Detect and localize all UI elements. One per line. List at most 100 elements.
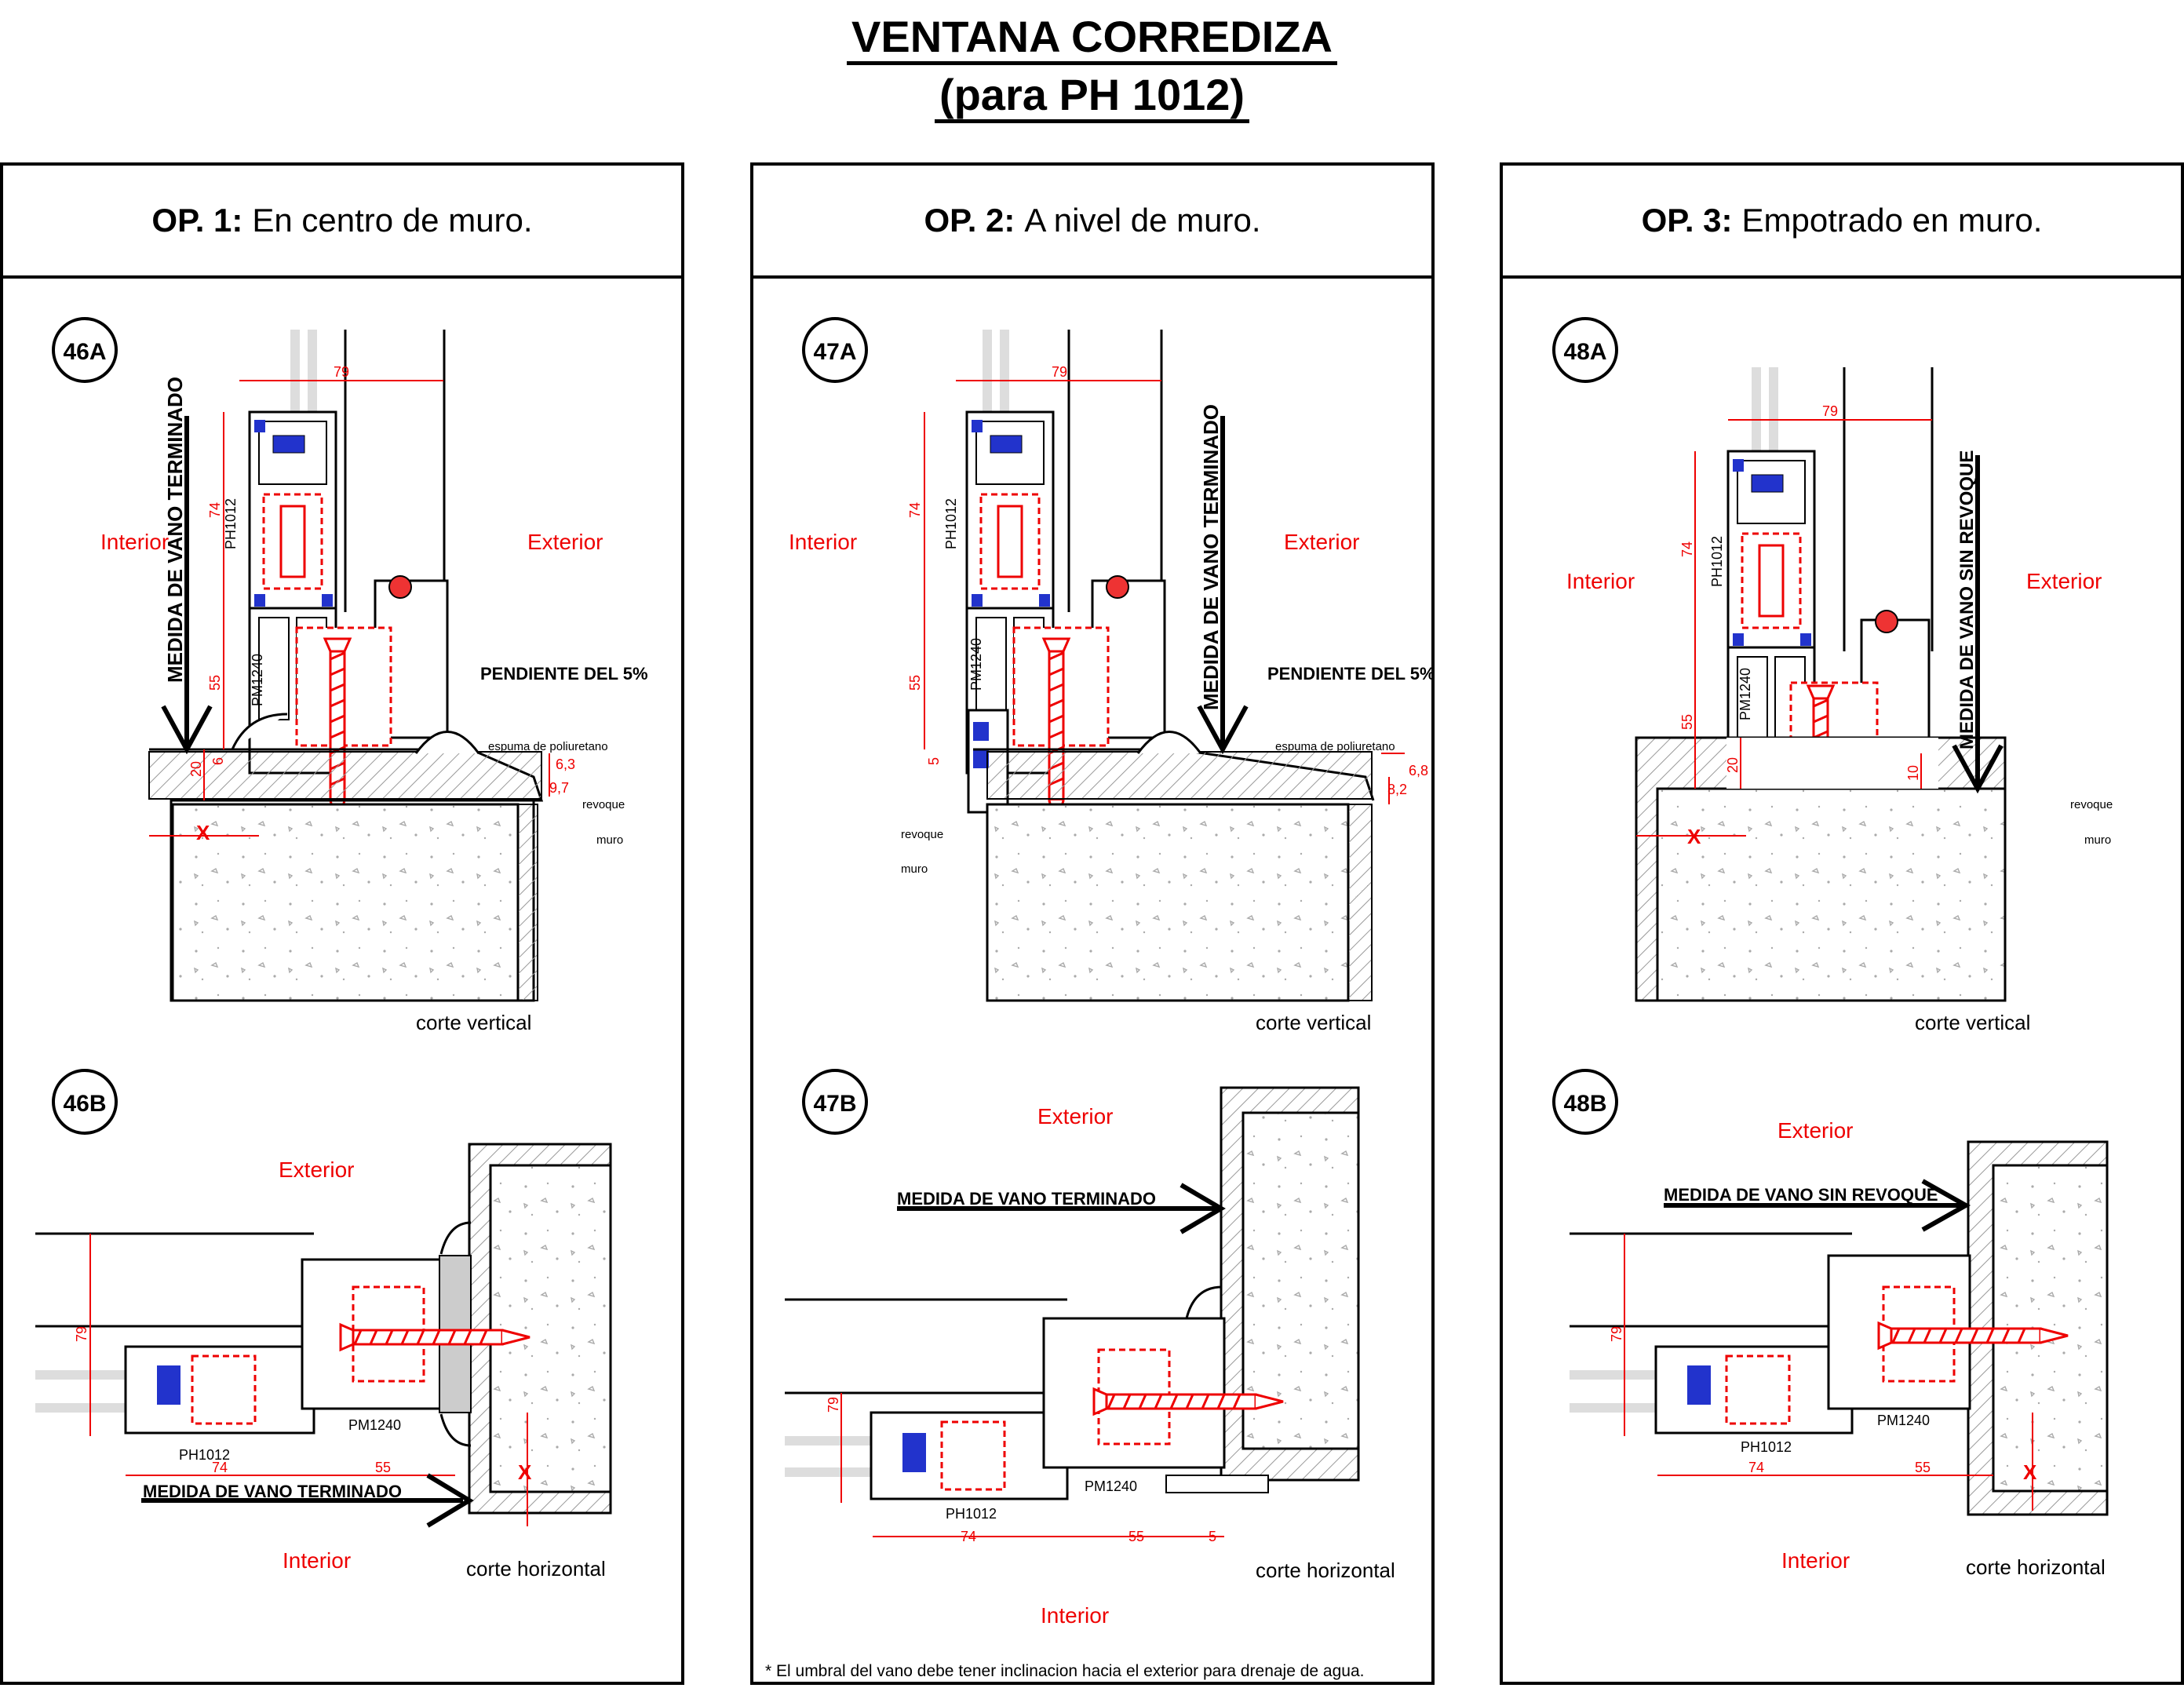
label-profile-a-46A: PH1012 [223,498,239,549]
label-profile-b-46A: PM1240 [250,654,265,706]
detail-48A: 48A MEDIDA DE VANO SIN REVOQUE Interior … [1552,317,2113,1034]
detail-id-47B: 47B [813,1091,856,1117]
dim-55-47B: 55 [1128,1529,1144,1544]
label-vano-sin-revoque-48A: MEDIDA DE VANO SIN REVOQUE [1956,450,1978,749]
dim-5-47B: 5 [1209,1529,1216,1544]
dim-74-46A: 74 [207,502,223,518]
dim-5-47A: 5 [926,757,942,765]
label-vano-sin-revoque-48B: MEDIDA DE VANO SIN REVOQUE [1664,1185,1938,1205]
section-label-47A: corte vertical [1256,1011,1371,1034]
panel-op3: OP. 3:Empotrado en muro. [1500,162,2184,1685]
label-profile-b-46B: PM1240 [348,1417,401,1433]
label-exterior-48A: Exterior [2026,569,2102,593]
dim-55-46A: 55 [207,675,223,691]
dim-6-46A: 6 [210,757,226,765]
label-plaster-47A: revoque [901,828,943,841]
section-label-46A: corte vertical [416,1011,531,1034]
dim-82-47A: 8,2 [1387,782,1407,797]
dim-79-46B: 79 [74,1326,89,1342]
dim-74-46B: 74 [212,1460,228,1475]
dim-55-48A: 55 [1679,714,1695,730]
dim-79-46A: 79 [334,364,349,380]
dim-79-48A: 79 [1822,403,1838,419]
panel-op2: OP. 2:A nivel de muro. [750,162,1435,1685]
dim-55-48B: 55 [1915,1460,1931,1475]
detail-id-46B: 46B [63,1091,106,1117]
dim-55-46B: 55 [375,1460,391,1475]
detail-47B: 47B Exterior Interior MEDIDA DE VANO TER… [765,1069,1395,1680]
panel-op1: OP. 1:En centro de muro. [0,162,684,1685]
detail-47A: 47A MEDIDA DE VANO TERMINADO Interior Ex… [789,317,1435,1034]
label-vano-terminado-47B: MEDIDA DE VANO TERMINADO [897,1189,1156,1209]
detail-46A: 46A MEDIDA DE VANO TERMINADO Interior [52,317,648,1034]
label-profile-a-46B: PH1012 [179,1447,230,1463]
label-profile-a-48B: PH1012 [1741,1439,1792,1455]
label-exterior-46B: Exterior [279,1158,354,1182]
dim-79-47B: 79 [826,1397,841,1413]
dim-x-46A: X [196,821,210,844]
label-interior-46B: Interior [283,1548,351,1573]
label-vano-terminado-46A: MEDIDA DE VANO TERMINADO [163,377,187,683]
label-profile-a-48A: PH1012 [1709,536,1725,587]
label-wall-46A: muro [596,833,623,847]
section-label-48B: corte horizontal [1966,1555,2106,1579]
label-interior-46A: Interior [100,530,169,554]
detail-id-47A: 47A [813,339,856,365]
detail-46B: 46B Exterior Interior [35,1069,612,1580]
label-slope-46A: PENDIENTE DEL 5% [480,664,648,684]
label-exterior-46A: Exterior [527,530,603,554]
label-interior-47A: Interior [789,530,857,554]
dim-74-47B: 74 [961,1529,976,1544]
label-wall-48A: muro [2084,833,2111,847]
dim-55-47A: 55 [907,675,923,691]
dim-74-48A: 74 [1679,541,1695,557]
dim-74-47A: 74 [907,502,923,518]
label-plaster-48A: revoque [2070,798,2113,811]
drainage-note: * El umbral del vano debe tener inclinac… [765,1662,1365,1680]
section-label-48A: corte vertical [1915,1011,2030,1034]
detail-id-46A: 46A [63,339,106,365]
dim-x-48A: X [1687,825,1701,848]
dim-68-47A: 6,8 [1409,763,1428,778]
label-profile-a-47B: PH1012 [946,1506,997,1522]
dim-10-48A: 10 [1905,765,1921,781]
detail-id-48B: 48B [1563,1091,1606,1117]
label-interior-48B: Interior [1781,1548,1850,1573]
label-foam-47A: espuma de poliuretano [1275,740,1395,753]
label-foam-46A: espuma de poliuretano [488,740,608,753]
label-exterior-47B: Exterior [1037,1104,1113,1128]
dim-20-46A: 20 [188,761,204,777]
label-exterior-48B: Exterior [1777,1118,1853,1143]
label-slope-47A: PENDIENTE DEL 5% [1267,664,1435,684]
dim-x-48B: X [2023,1460,2037,1484]
label-profile-b-47A: PM1240 [968,638,984,691]
label-profile-b-48B: PM1240 [1877,1413,1930,1428]
panel-op3-header: OP. 3:Empotrado en muro. [1503,166,2181,279]
detail-48B: 48B Exterior Interior MEDIDA DE VANO SIN… [1552,1069,2109,1579]
dim-74-48B: 74 [1748,1460,1764,1475]
sheet-title: VENTANA CORREDIZA [0,11,2184,65]
dim-97-46A: 9,7 [549,780,569,796]
label-vano-terminado-47A: MEDIDA DE VANO TERMINADO [1199,404,1223,710]
label-interior-48A: Interior [1566,569,1635,593]
detail-id-48A: 48A [1563,339,1606,365]
dim-x-46B: X [518,1460,532,1484]
label-plaster-46A: revoque [582,798,625,811]
dim-79-47A: 79 [1052,364,1067,380]
dim-79-48B: 79 [1609,1326,1624,1342]
dim-20-48A: 20 [1725,757,1741,773]
panel-op2-header: OP. 2:A nivel de muro. [753,166,1431,279]
label-profile-b-47B: PM1240 [1085,1478,1137,1494]
sheet-subtitle: (para PH 1012) [0,69,2184,123]
label-exterior-47A: Exterior [1284,530,1359,554]
section-label-47B: corte horizontal [1256,1559,1395,1582]
label-vano-terminado-46B: MEDIDA DE VANO TERMINADO [143,1482,402,1501]
label-wall-47A: muro [901,862,928,876]
label-profile-a-47A: PH1012 [943,498,959,549]
panel-op1-header: OP. 1:En centro de muro. [3,166,681,279]
label-profile-b-48A: PM1240 [1737,668,1753,720]
dim-63-46A: 6,3 [556,757,575,772]
section-label-46B: corte horizontal [466,1557,606,1580]
